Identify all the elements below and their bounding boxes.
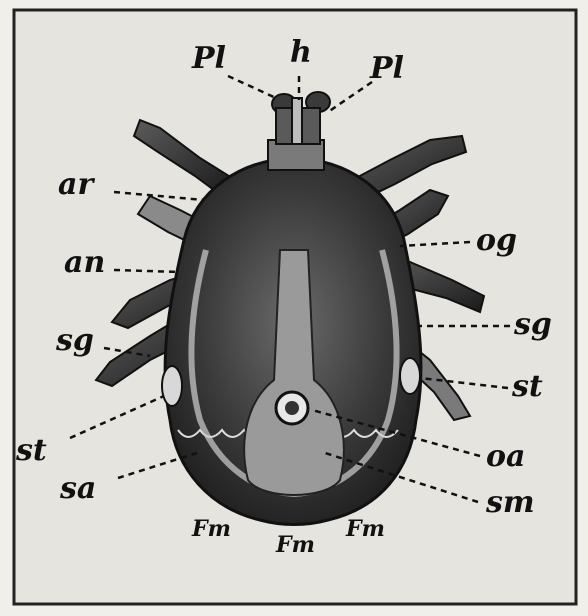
- label-sg-left: sg: [56, 326, 94, 356]
- label-oa: oa: [486, 442, 525, 472]
- label-og: og: [476, 226, 517, 256]
- label-h: h: [290, 38, 312, 68]
- label-Fm-right: Fm: [346, 518, 385, 540]
- spiracle-right: [400, 358, 420, 394]
- label-Fm-mid: Fm: [276, 534, 315, 556]
- label-st-left: st: [16, 436, 47, 466]
- label-sm: sm: [486, 488, 535, 518]
- label-an: an: [64, 248, 105, 278]
- label-st-right: st: [512, 372, 543, 402]
- capitulum: [268, 92, 330, 170]
- label-Pl-right: Pl: [370, 54, 404, 84]
- spiracle-left: [162, 366, 182, 406]
- label-ar: ar: [58, 170, 93, 200]
- label-sg-right: sg: [514, 310, 552, 340]
- label-sa: sa: [60, 474, 96, 504]
- label-Fm-left: Fm: [192, 518, 231, 540]
- label-Pl-left: Pl: [192, 44, 226, 74]
